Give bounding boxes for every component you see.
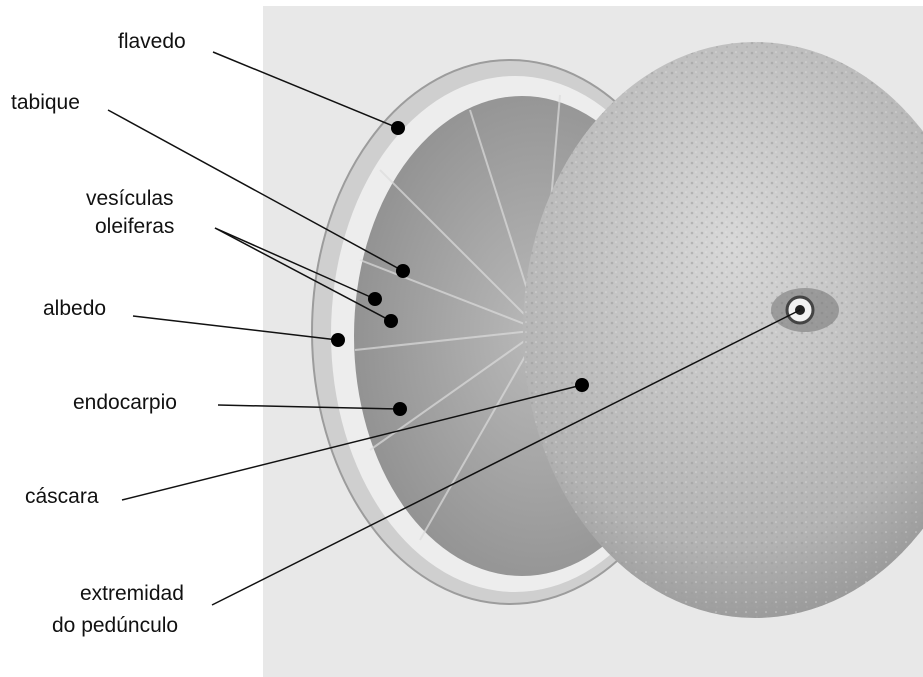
dot-cascara — [575, 378, 589, 392]
dot-flavedo — [391, 121, 405, 135]
dot-tabique — [396, 264, 410, 278]
dot-endocarpio — [393, 402, 407, 416]
label-cascara: cáscara — [25, 485, 99, 509]
label-flavedo: flavedo — [118, 30, 186, 54]
label-extremidad-line1: extremidad — [80, 582, 184, 606]
dot-vesiculas-2 — [384, 314, 398, 328]
label-extremidad-line2: do pedúnculo — [52, 614, 178, 638]
dot-albedo — [331, 333, 345, 347]
dot-vesiculas-1 — [368, 292, 382, 306]
label-albedo: albedo — [43, 297, 106, 321]
label-endocarpio: endocarpio — [73, 391, 177, 415]
label-vesiculas-line2: oleiferas — [95, 215, 174, 239]
label-vesiculas-line1: vesículas — [86, 187, 174, 211]
label-tabique: tabique — [11, 91, 80, 115]
